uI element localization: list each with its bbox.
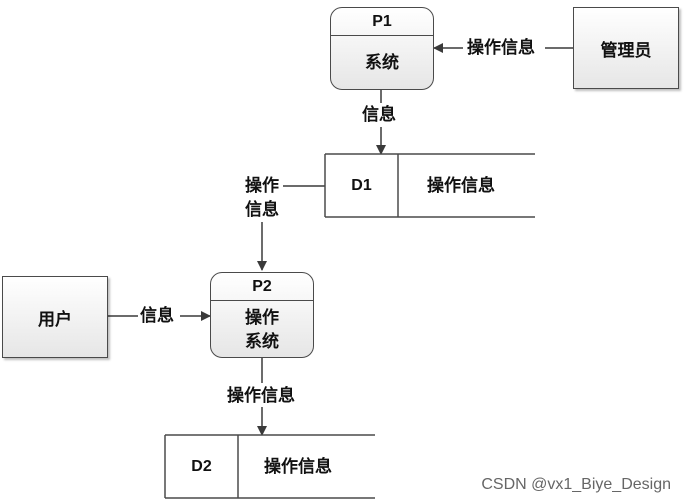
data-store-d1-shape bbox=[324, 153, 535, 218]
process-p2-name-line2: 系统 bbox=[245, 332, 279, 352]
process-p2-name-line1: 操作 bbox=[245, 308, 279, 328]
data-store-d1-id: D1 bbox=[351, 177, 372, 194]
data-store-d1-name: 操作信息 bbox=[427, 176, 495, 196]
flow-label-admin-to-p1: 操作信息 bbox=[467, 38, 535, 58]
process-p2-id: P2 bbox=[211, 273, 313, 301]
process-p1-id: P1 bbox=[331, 8, 433, 36]
watermark: CSDN @vx1_Biye_Design bbox=[481, 476, 671, 493]
process-p1: P1 系统 bbox=[330, 7, 434, 90]
flow-label-p2-to-d2: 操作信息 bbox=[227, 386, 295, 406]
data-store-d2-name: 操作信息 bbox=[264, 457, 332, 477]
flow-label-p1-to-d1: 信息 bbox=[362, 105, 396, 125]
process-p2: P2 操作 系统 bbox=[210, 272, 314, 358]
process-p1-name: 系统 bbox=[365, 53, 399, 73]
flow-label-user-to-p2: 信息 bbox=[140, 306, 174, 326]
data-store-d2-id: D2 bbox=[191, 458, 212, 475]
entity-user: 用户 bbox=[2, 276, 108, 358]
entity-admin: 管理员 bbox=[573, 7, 679, 89]
data-store-d2-shape bbox=[164, 434, 375, 499]
flow-label-d1-to-p2-line1: 操作 bbox=[245, 176, 279, 196]
flow-label-d1-to-p2-line2: 信息 bbox=[245, 200, 279, 220]
